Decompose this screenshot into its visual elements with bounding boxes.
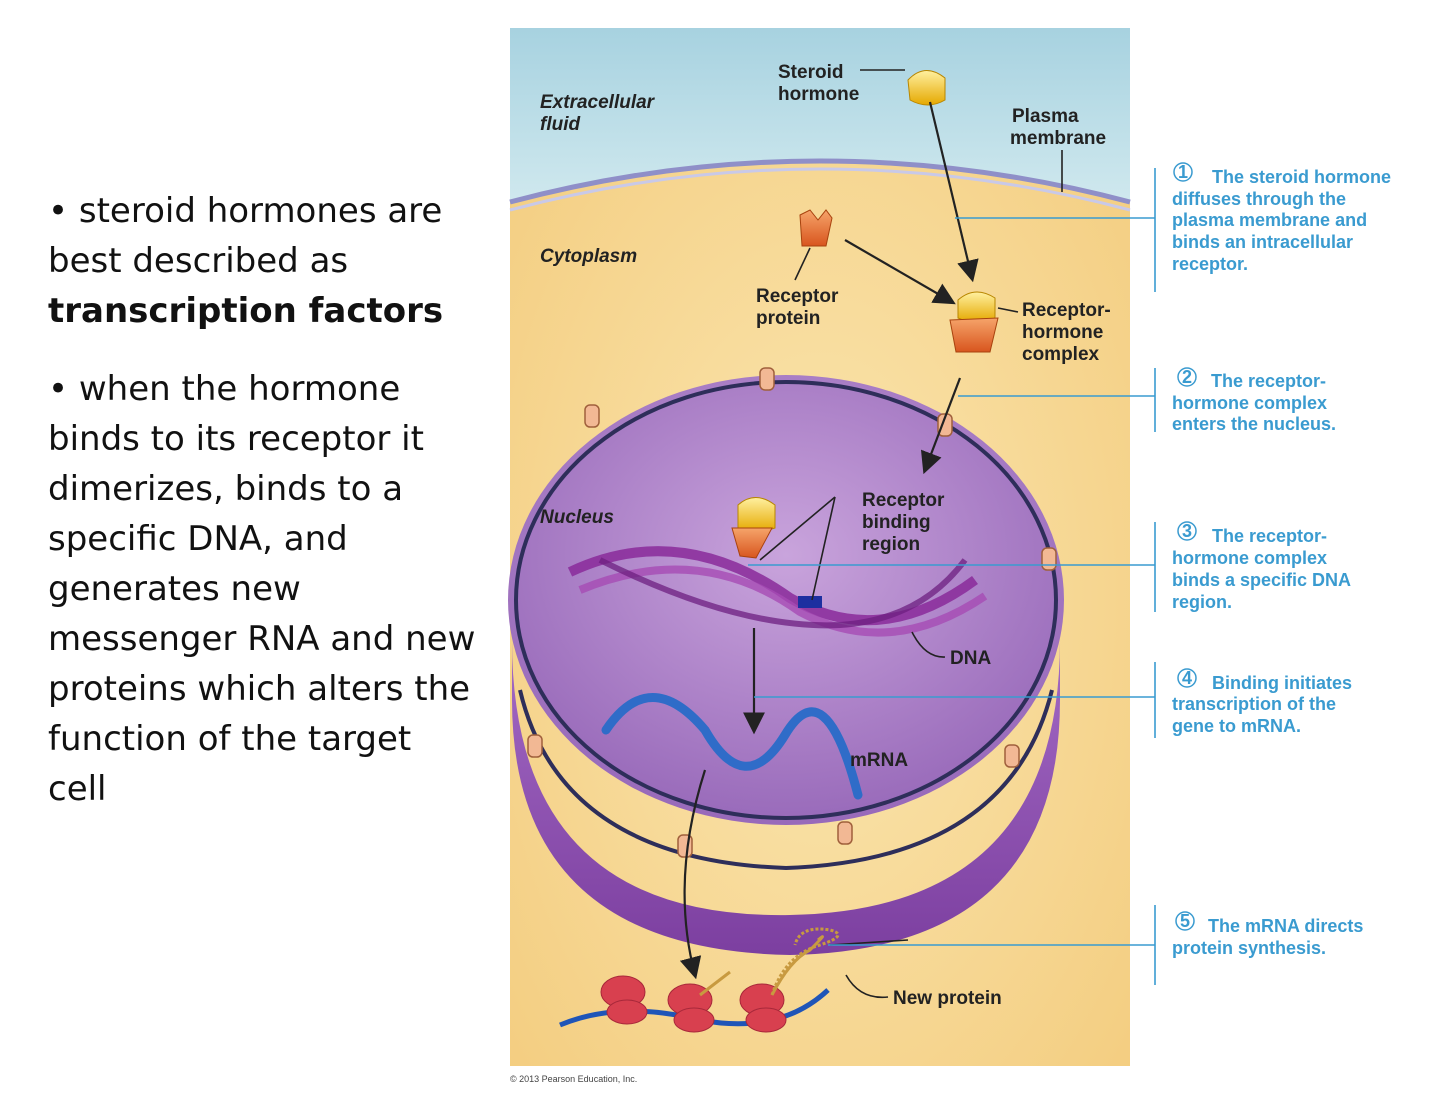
nuclear-pores — [527, 367, 1057, 858]
step-4-line-1: Binding initiates — [1212, 673, 1352, 693]
bullet-1-text: steroid hormones are best described as — [48, 191, 443, 281]
step-2-line-3: enters the nucleus. — [1172, 414, 1336, 434]
step-1-number: 1 — [1178, 162, 1188, 182]
step-1-line-3: plasma membrane and — [1172, 210, 1367, 230]
plasma-label-2: membrane — [1010, 128, 1106, 149]
steroid-label-1: Steroid — [778, 62, 843, 83]
step-5-number: 5 — [1180, 911, 1190, 931]
extracellular-region — [510, 28, 1130, 200]
new-protein-label: New protein — [893, 988, 1002, 1009]
step-2-number: 2 — [1182, 367, 1192, 387]
binding-label-1: Receptor — [862, 490, 945, 511]
step-1: 1 The steroid hormone diffuses through t… — [1172, 162, 1391, 274]
step-5: 5 The mRNA directs protein synthesis. — [1172, 911, 1363, 958]
bullet-2: • when the hormone binds to its receptor… — [48, 369, 476, 809]
dna-label: DNA — [950, 648, 991, 669]
nuclear-envelope — [514, 380, 1058, 820]
step-4: 4 Binding initiates transcription of the… — [1172, 668, 1352, 736]
step-4-line-3: gene to mRNA. — [1172, 716, 1301, 736]
extracellular-label-1: Extracellular — [540, 92, 656, 113]
complex-label-3: complex — [1022, 344, 1100, 365]
plasma-membrane — [509, 158, 1131, 205]
step-3: 3 The receptor- hormone complex binds a … — [1172, 521, 1351, 612]
complex-label-2: hormone — [1022, 322, 1103, 343]
step-1-line-2: diffuses through the — [1172, 189, 1346, 209]
nucleus-label: Nucleus — [540, 507, 614, 528]
step-connectors — [748, 168, 1156, 985]
steroid-hormone — [907, 70, 946, 106]
binding-label-2: binding — [862, 512, 931, 533]
complex-label-1: Receptor- — [1022, 300, 1111, 321]
receptor-protein-label-1: Receptor — [756, 286, 839, 307]
step-5-line-1: The mRNA directs — [1208, 916, 1363, 936]
step-3-line-3: binds a specific DNA — [1172, 570, 1351, 590]
flow-arrows — [679, 101, 979, 980]
step-3-number: 3 — [1182, 521, 1192, 541]
steroid-label-2: hormone — [778, 84, 859, 105]
receptor-protein-label-2: protein — [756, 308, 820, 329]
copyright-text: © 2013 Pearson Education, Inc. — [510, 1074, 637, 1084]
bullet-1: • steroid hormones are best described as… — [48, 191, 444, 331]
bullet-text: • steroid hormones are best described as… — [48, 186, 478, 842]
receptor-hormone-complex — [949, 291, 999, 353]
binding-label-3: region — [862, 534, 920, 555]
step-2: 2 The receptor- hormone complex enters t… — [1172, 367, 1336, 434]
plasma-label-1: Plasma — [1012, 106, 1079, 127]
step-1-line-4: binds an intracellular — [1172, 232, 1353, 252]
step-1-line-1: The steroid hormone — [1212, 167, 1391, 187]
extracellular-label-2: fluid — [540, 114, 580, 135]
step-2-line-1: The receptor- — [1211, 371, 1326, 391]
new-protein-chain — [770, 927, 840, 996]
leader-lines — [759, 69, 1063, 999]
step-1-line-5: receptor. — [1172, 254, 1248, 274]
mrna-label: mRNA — [850, 750, 908, 771]
step-3-line-1: The receptor- — [1212, 526, 1327, 546]
bullet-1-bold: transcription factors — [48, 291, 444, 331]
cytoplasm-label: Cytoplasm — [540, 246, 637, 267]
mrna — [601, 693, 863, 800]
step-2-line-2: hormone complex — [1172, 393, 1327, 413]
dna — [567, 546, 988, 637]
receptor-protein — [799, 209, 833, 247]
step-4-number: 4 — [1182, 668, 1192, 688]
bound-complex — [731, 497, 776, 559]
bullet-2-text: when the hormone binds to its receptor i… — [48, 369, 476, 809]
step-5-line-2: protein synthesis. — [1172, 938, 1326, 958]
step-4-line-2: transcription of the — [1172, 694, 1336, 714]
ribosomes — [600, 975, 787, 1033]
step-3-line-2: hormone complex — [1172, 548, 1327, 568]
step-3-line-4: region. — [1172, 592, 1232, 612]
